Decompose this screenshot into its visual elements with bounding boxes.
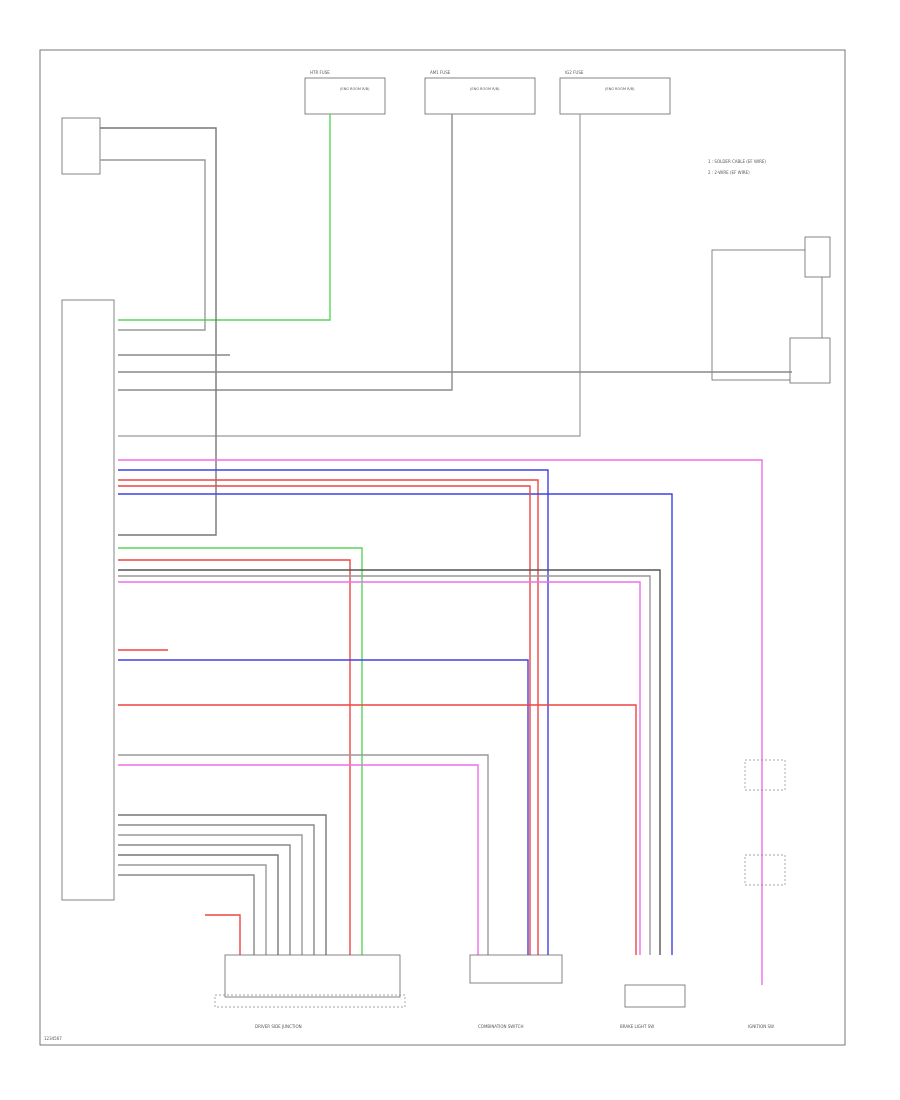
wire-gray-top-left-2 bbox=[100, 159, 206, 331]
wire-pink-3 bbox=[118, 764, 479, 955]
legend-line-2: 2 : 2-WIRE (EF WIRE) bbox=[708, 170, 750, 175]
right-component-outline bbox=[744, 759, 786, 791]
wire-gray-fan-3 bbox=[118, 834, 303, 960]
svg-text:IG2 FUSE: IG2 FUSE bbox=[565, 70, 584, 75]
upper-left-component bbox=[61, 117, 101, 175]
wire-green-2 bbox=[118, 547, 363, 960]
svg-text:(ENG ROOM R/B): (ENG ROOM R/B) bbox=[340, 87, 370, 91]
page-code: 1234567 bbox=[44, 1036, 62, 1041]
bottom-label-far: IGNITION SW bbox=[748, 1024, 774, 1029]
wire-gray-4 bbox=[118, 754, 489, 955]
wire-green-fuse bbox=[118, 114, 331, 321]
bottom-label-left: DRIVER SIDE JUNCTION bbox=[255, 1024, 302, 1029]
wire-gray-fuse-mid bbox=[118, 114, 453, 391]
right-component-outline-2 bbox=[744, 854, 786, 886]
wire-gray-fan-1 bbox=[118, 814, 327, 960]
wire-gray-fuse-right bbox=[118, 114, 581, 437]
wire-pink-2 bbox=[118, 581, 641, 955]
wire-red-bottom-small bbox=[205, 914, 241, 960]
fuse-box-left: HTR FUSE (ENG ROOM R/B) bbox=[304, 70, 386, 115]
wire-pink-long bbox=[118, 459, 763, 985]
bottom-connector-mid bbox=[469, 954, 563, 984]
wire-gray-3 bbox=[118, 575, 651, 955]
fuse-box-mid: AM1 FUSE (ENG ROOM R/B) bbox=[424, 70, 536, 115]
wire-red-1 bbox=[118, 479, 539, 955]
wire-gray-fan-6 bbox=[118, 864, 267, 960]
wire-red-2 bbox=[118, 485, 531, 955]
wire-blue-1 bbox=[118, 469, 549, 955]
right-connector bbox=[804, 236, 831, 278]
wire-darkgray-1 bbox=[118, 569, 661, 955]
svg-text:(ENG ROOM R/B): (ENG ROOM R/B) bbox=[470, 87, 500, 91]
fuse-box-right: IG2 FUSE (ENG ROOM R/B) bbox=[559, 70, 671, 115]
wire-red-5 bbox=[118, 704, 637, 955]
bottom-label-right: BRAKE LIGHT SW bbox=[620, 1024, 654, 1029]
main-ecu-connector bbox=[61, 299, 115, 901]
wire-gray-fan-4 bbox=[118, 844, 291, 960]
wire-red-3 bbox=[118, 559, 351, 960]
svg-text:(ENG ROOM R/B): (ENG ROOM R/B) bbox=[605, 87, 635, 91]
wire-blue-3 bbox=[118, 659, 529, 955]
svg-text:AM1 FUSE: AM1 FUSE bbox=[430, 70, 451, 75]
wire-blue-2 bbox=[118, 493, 673, 955]
wire-gray-fan-7 bbox=[118, 874, 255, 960]
diagram-frame bbox=[39, 49, 846, 1046]
wire-gray-fan-5 bbox=[118, 854, 279, 960]
wire-gray-fan-2 bbox=[118, 824, 315, 960]
bottom-connector-left bbox=[224, 954, 401, 998]
wire-gray-top-left bbox=[100, 127, 217, 536]
right-lower-connector bbox=[789, 337, 831, 384]
bottom-label-mid: COMBINATION SWITCH bbox=[478, 1024, 523, 1029]
bottom-connector-right bbox=[624, 984, 686, 1008]
legend-line-1: 1 : SOLDER CABLE (EF WIRE) bbox=[708, 159, 766, 164]
bottom-group-outline bbox=[214, 994, 406, 1008]
svg-text:HTR FUSE: HTR FUSE bbox=[310, 70, 330, 75]
